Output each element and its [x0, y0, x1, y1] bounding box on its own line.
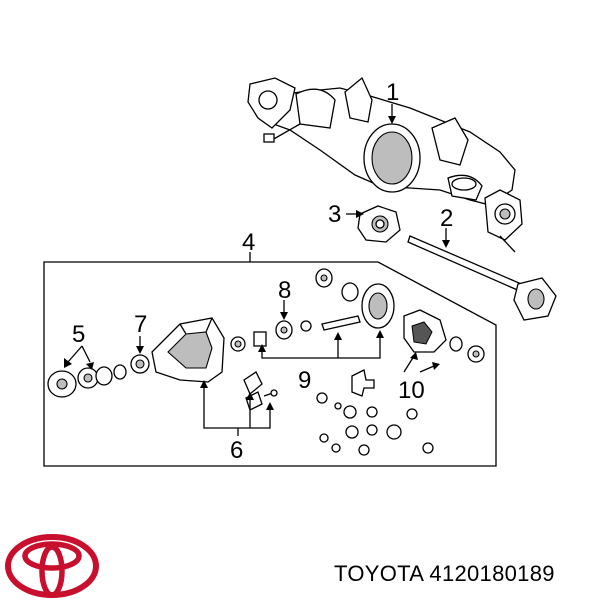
callout-10: 10: [398, 377, 425, 404]
seal-and-bolt-group: [230, 336, 278, 411]
pinion-bearing: [130, 354, 150, 374]
differential-carrier: [151, 317, 225, 383]
companion-flange-group: [47, 364, 127, 398]
callout-4: 4: [242, 229, 255, 256]
callout-3: 3: [328, 201, 341, 228]
callout-5: 5: [72, 321, 85, 348]
callout-7: 7: [134, 311, 147, 338]
kit-outline: [43, 261, 497, 467]
bearing-retainer: [357, 205, 401, 243]
callout-labels: 1 2 3 4 5 7 8 9 6 10: [72, 79, 453, 464]
toyota-logo: [5, 534, 99, 598]
axle-housing: [247, 76, 523, 253]
callout-9: 9: [298, 367, 311, 394]
spider-gear-cluster: [316, 369, 434, 456]
leader-lines: [64, 104, 450, 436]
callout-8: 8: [278, 277, 291, 304]
part-number-caption: TOYOTA 4120180189: [334, 561, 555, 586]
drive-pinion-group: [253, 268, 361, 347]
axle-shaft: [407, 235, 557, 321]
ring-gear-and-case: [361, 283, 485, 363]
callout-6: 6: [230, 437, 243, 464]
callout-2: 2: [440, 205, 453, 232]
callout-1: 1: [386, 79, 399, 106]
